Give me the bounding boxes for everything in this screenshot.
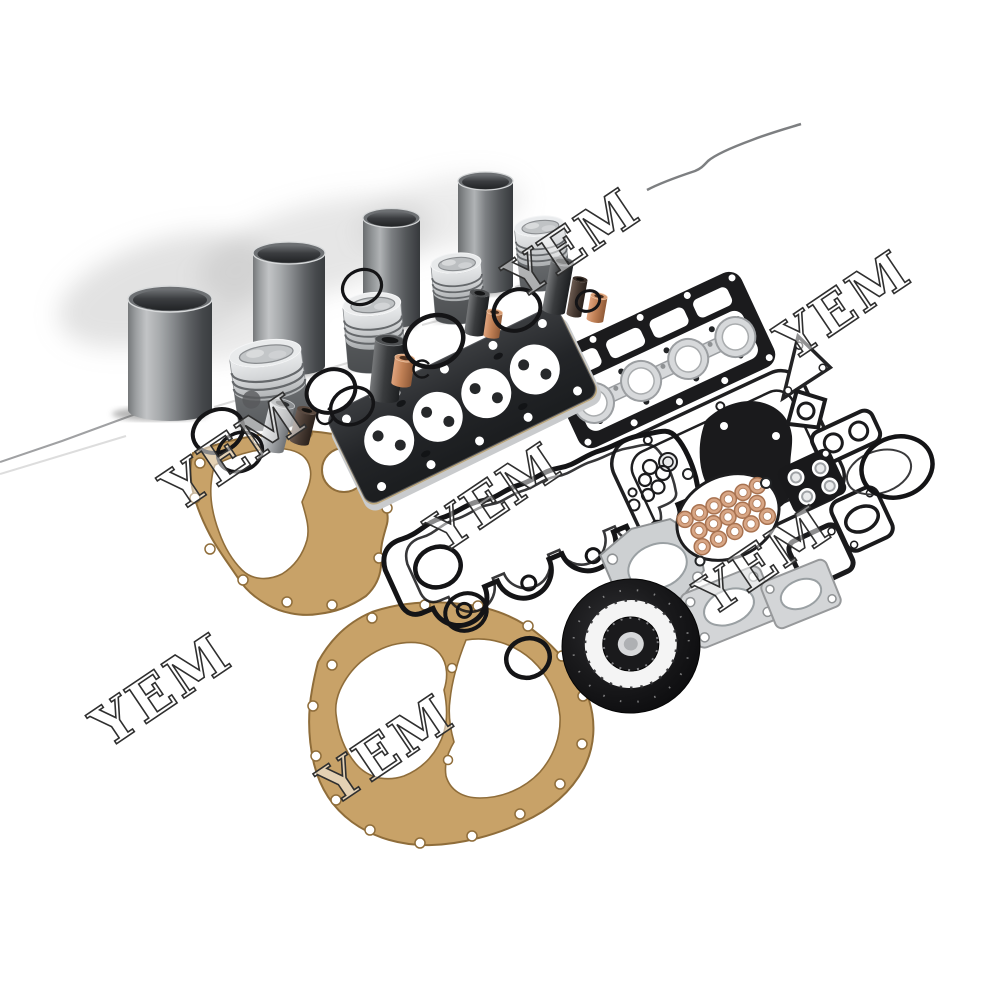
gasket-diamond <box>785 388 828 430</box>
piston-pin-4a <box>542 256 575 315</box>
copper-washers <box>676 476 777 556</box>
valve-cover-gasket <box>381 428 701 628</box>
piston-pin-1 <box>259 397 296 454</box>
o-rings <box>413 544 552 681</box>
manifold-gasket <box>572 316 757 424</box>
gasket-two-port <box>809 408 883 466</box>
outlet-gasket <box>760 558 842 630</box>
bush-4 <box>586 292 608 323</box>
thermostat-gasket <box>679 565 779 649</box>
small-black-gaskets <box>777 332 895 590</box>
stray-hair-top-right <box>646 122 802 192</box>
gasket-triangle <box>780 332 834 403</box>
piston-pins <box>259 256 608 454</box>
cork-gasket-timing-cover <box>189 427 393 616</box>
small-o-ring-cluster <box>627 452 678 512</box>
large-o-rings <box>845 434 935 500</box>
piston-pin-3 <box>464 289 490 337</box>
crankshaft-seal <box>561 578 701 714</box>
push-rod-cover-gasket <box>544 271 776 449</box>
head-gasket <box>328 307 602 511</box>
gasket-washer-tray <box>777 448 847 514</box>
cylinder-liner-1 <box>112 285 213 421</box>
piston-rings <box>190 267 602 474</box>
injector-washer-plate <box>675 468 781 567</box>
